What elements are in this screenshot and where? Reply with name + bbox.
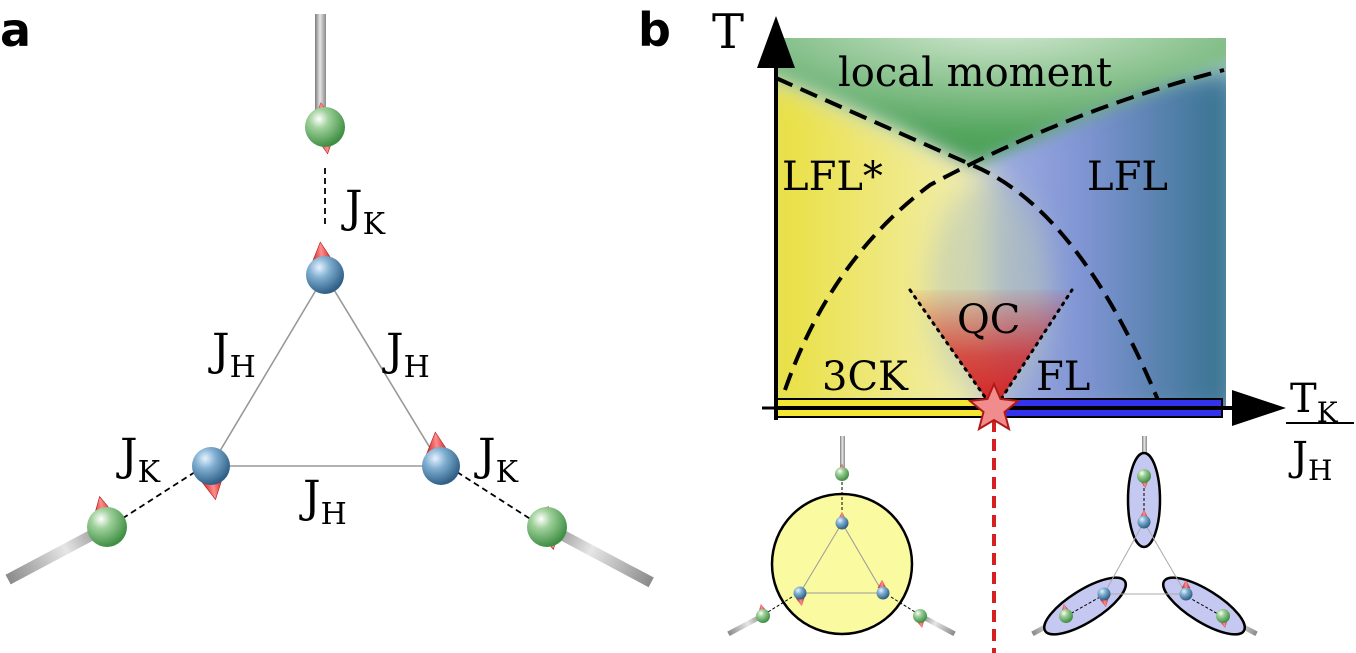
label-jk-left: JK [116, 430, 161, 490]
inset-3ck-triangle [799, 522, 884, 594]
panel-b-letter: b [638, 3, 671, 57]
inset-fl [1031, 436, 1258, 637]
inset-3ck-rod-right [918, 612, 956, 637]
inset-fl-bond-2 [1143, 521, 1187, 595]
kondo-bond-right [456, 471, 533, 521]
inset-3ck [727, 436, 956, 637]
label-fl: FL [1036, 354, 1090, 400]
impurity-site-top [306, 256, 344, 294]
inset-3ck-impurity-right [876, 586, 890, 600]
inset-fl-lead-top [1137, 469, 1151, 483]
lead-rod-right [539, 519, 654, 588]
region-local-moment-fill [776, 38, 1226, 165]
inset-fl-kondo-right [1187, 596, 1219, 615]
inset-3ck-impurity-left [793, 586, 807, 600]
label-lfl: LFL [1087, 154, 1168, 200]
crossover-line-lfl-star [775, 76, 1162, 406]
label-lfl-star: LFL* [782, 154, 883, 200]
region-qc-fill [910, 290, 1072, 410]
panel-a-letter: a [0, 3, 31, 57]
inset-fl-lead-right [1216, 609, 1230, 623]
kondo-bond-left [119, 471, 196, 521]
y-axis-arrow [757, 16, 795, 68]
inset-3ck-impurity-top [835, 516, 849, 530]
label-jk-top: JK [341, 182, 386, 242]
lead-site-right [527, 507, 567, 547]
label-3ck: 3CK [822, 354, 909, 400]
inset-fl-ellipse-right [1161, 576, 1247, 636]
label-local-moment: local moment [838, 50, 1112, 96]
inset-3ck-rod-top [840, 436, 845, 472]
inset-3ck-lead-left [756, 609, 770, 623]
impurity-site-left [192, 447, 230, 485]
inset-3ck-lead-top [835, 467, 849, 481]
inset-fl-impurity-top [1137, 515, 1151, 529]
label-jk-right: JK [474, 430, 519, 490]
inset-3ck-lead-right [913, 609, 927, 623]
phase-diagram-background [776, 38, 1226, 410]
panel-b: b local moment LFL* LFL QC 3CK FL [638, 3, 1354, 653]
label-jh-bottom: JH [299, 472, 347, 532]
lead-site-top [305, 107, 345, 147]
inset-fl-bond-1 [1103, 521, 1145, 595]
impurity-site-right [422, 447, 460, 485]
critical-point-star [967, 381, 1021, 432]
inset-fl-impurity-left [1097, 587, 1111, 601]
x-axis-arrow [1232, 390, 1286, 426]
qc-boundary [908, 288, 1074, 410]
inset-fl-lead-left [1059, 609, 1073, 623]
lead-rod-top [315, 14, 326, 126]
lead-site-left [87, 507, 127, 547]
inset-fl-kondo-left [1069, 596, 1101, 615]
label-jh-left: JH [208, 325, 256, 385]
inset-fl-rod-top [1142, 436, 1147, 466]
inset-fl-impurity-right [1179, 587, 1193, 601]
inset-3ck-rod-left [727, 612, 765, 637]
x-axis-label-denominator: JH [1288, 434, 1332, 487]
crossover-line-lfl [783, 68, 1225, 391]
label-qc: QC [957, 297, 1020, 343]
y-axis-label: T [712, 4, 744, 60]
panel-a: a JK JH JH JH JK JK [0, 3, 654, 588]
lead-rod-left [5, 519, 115, 585]
x-axis-label-numerator: TK [1290, 376, 1339, 429]
label-jh-right: JH [382, 325, 430, 385]
heisenberg-triangle [209, 273, 443, 467]
